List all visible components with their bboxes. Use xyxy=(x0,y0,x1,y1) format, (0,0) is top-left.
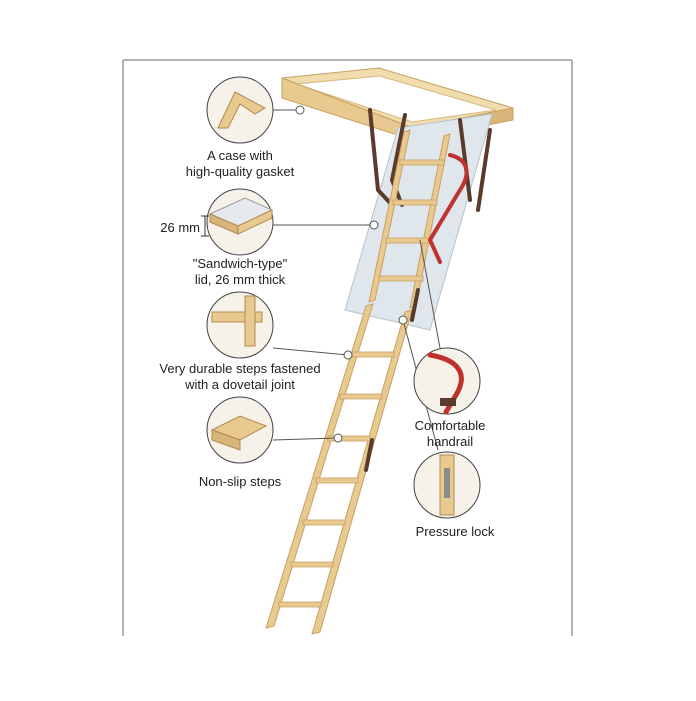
handrail-label: Comfortable handrail xyxy=(410,418,490,450)
detail-circle-lock xyxy=(413,451,481,519)
lid-label: "Sandwich-type" lid, 26 mm thick xyxy=(175,256,305,288)
detail-circle-nonslip xyxy=(206,396,274,464)
steps-label: Very durable steps fastened with a dovet… xyxy=(150,361,330,393)
ladder-lower-section xyxy=(265,303,413,635)
ladder-upper-section xyxy=(368,129,451,309)
handrail-label-line2: handrail xyxy=(426,434,474,449)
detail-circle-steps xyxy=(206,291,274,359)
handrail-label-line1: Comfortable xyxy=(414,418,486,433)
nonslip-label: Non-slip steps xyxy=(185,474,295,490)
handrail xyxy=(427,153,469,264)
detail-circle-case xyxy=(206,76,274,144)
dimension-bracket xyxy=(201,215,209,237)
lock-label-line1: Pressure lock xyxy=(415,524,495,539)
pressure-lock-brackets xyxy=(364,288,420,472)
case-label-line1: A case with xyxy=(207,148,273,163)
thickness-label: 26 mm xyxy=(160,220,200,235)
detail-circle-handrail xyxy=(413,347,481,415)
lid-label-line1: "Sandwich-type" xyxy=(192,256,288,271)
nonslip-label-line1: Non-slip steps xyxy=(198,474,282,489)
case-label: A case with high-quality gasket xyxy=(185,148,295,180)
lid-label-line2: lid, 26 mm thick xyxy=(194,272,286,287)
steps-label-line1: Very durable steps fastened xyxy=(159,361,321,376)
lock-label: Pressure lock xyxy=(405,524,505,540)
case-label-line2: high-quality gasket xyxy=(185,164,295,179)
detail-circle-lid xyxy=(206,188,274,256)
steps-label-line2: with a dovetail joint xyxy=(185,377,295,392)
hinge-arms xyxy=(368,108,492,212)
anchor-dots xyxy=(295,105,408,443)
